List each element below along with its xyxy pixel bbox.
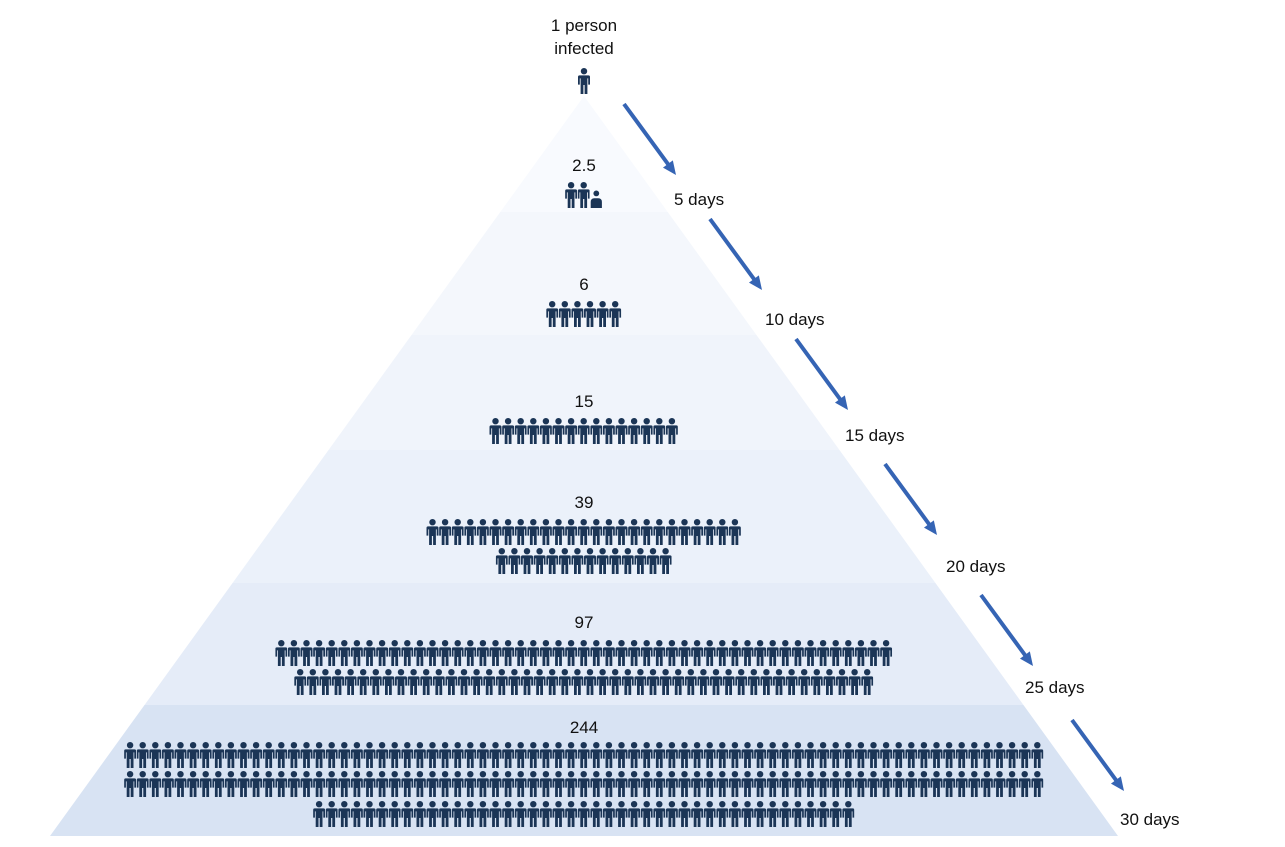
top-group: 1 person infected (551, 16, 617, 94)
step-1: 5 days (622, 102, 724, 209)
arrow-head-icon (1110, 776, 1124, 791)
arrow-steps: 5 days 10 days 15 days 20 days 25 days 30 day… (622, 102, 1180, 829)
arrow-head-icon (923, 520, 937, 535)
step-label: 10 days (765, 310, 825, 329)
step-label: 20 days (946, 557, 1006, 576)
arrow-shaft (1070, 718, 1120, 784)
top-label-line2: infected (554, 39, 614, 58)
tier-39: 39 (426, 493, 741, 574)
step-4: 20 days (883, 462, 1006, 576)
tier-15: 15 (489, 392, 678, 444)
arrow-head-icon (834, 395, 848, 410)
step-5: 25 days (979, 593, 1085, 697)
step-label: 25 days (1025, 678, 1085, 697)
pyramid-band-3 (328, 335, 840, 450)
arrow-shaft (883, 462, 933, 528)
step-2: 10 days (708, 217, 825, 329)
step-label: 5 days (674, 190, 724, 209)
arrow-head-icon (662, 160, 676, 175)
tier-97: 97 (275, 613, 893, 695)
pyramid-band-4 (232, 450, 936, 583)
tier-label: 15 (575, 392, 594, 411)
arrow-shaft (794, 337, 844, 403)
arrow-head-icon (1019, 651, 1033, 666)
step-label: 30 days (1120, 810, 1180, 829)
tier-label: 2.5 (572, 156, 596, 175)
arrow-head-icon (748, 275, 762, 290)
person-icon (578, 68, 590, 94)
tier-2.5: 2.5 (565, 156, 602, 208)
tier-groups: 2.5 6 15 39 97 244 (124, 156, 1044, 827)
pyramid-band-2 (411, 212, 757, 335)
tier-244: 244 (124, 718, 1044, 827)
tier-label: 244 (570, 718, 598, 737)
pyramid-band-1 (500, 96, 668, 212)
tier-6: 6 (546, 275, 622, 327)
arrow-shaft (979, 593, 1029, 659)
step-3: 15 days (794, 337, 905, 445)
arrow-shaft (708, 217, 758, 283)
top-label-line1: 1 person (551, 16, 617, 35)
arrow-shaft (622, 102, 672, 168)
tier-label: 97 (575, 613, 594, 632)
tier-label: 6 (579, 275, 588, 294)
step-6: 30 days (1070, 718, 1180, 829)
step-label: 15 days (845, 426, 905, 445)
tier-label: 39 (575, 493, 594, 512)
